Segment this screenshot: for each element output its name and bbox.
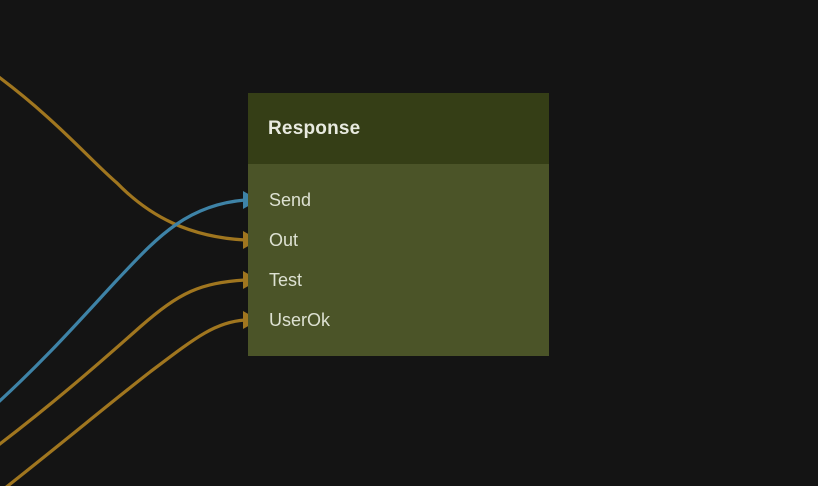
response-node-body: Send Out Test UserOk xyxy=(248,164,549,356)
edge-to-out[interactable] xyxy=(0,72,247,242)
port-row-out[interactable]: Out xyxy=(269,230,299,250)
node-title: Response xyxy=(268,117,361,139)
edge-to-userok[interactable] xyxy=(0,318,247,486)
response-node-header[interactable]: Response xyxy=(248,93,549,164)
edge-to-send[interactable] xyxy=(0,198,247,408)
port-row-test[interactable]: Test xyxy=(269,270,303,290)
port-row-userok[interactable]: UserOk xyxy=(269,310,331,330)
response-node[interactable]: Response Send Out Test UserOk xyxy=(248,93,549,356)
edge-to-test[interactable] xyxy=(0,278,247,450)
port-row-send[interactable]: Send xyxy=(269,190,312,210)
